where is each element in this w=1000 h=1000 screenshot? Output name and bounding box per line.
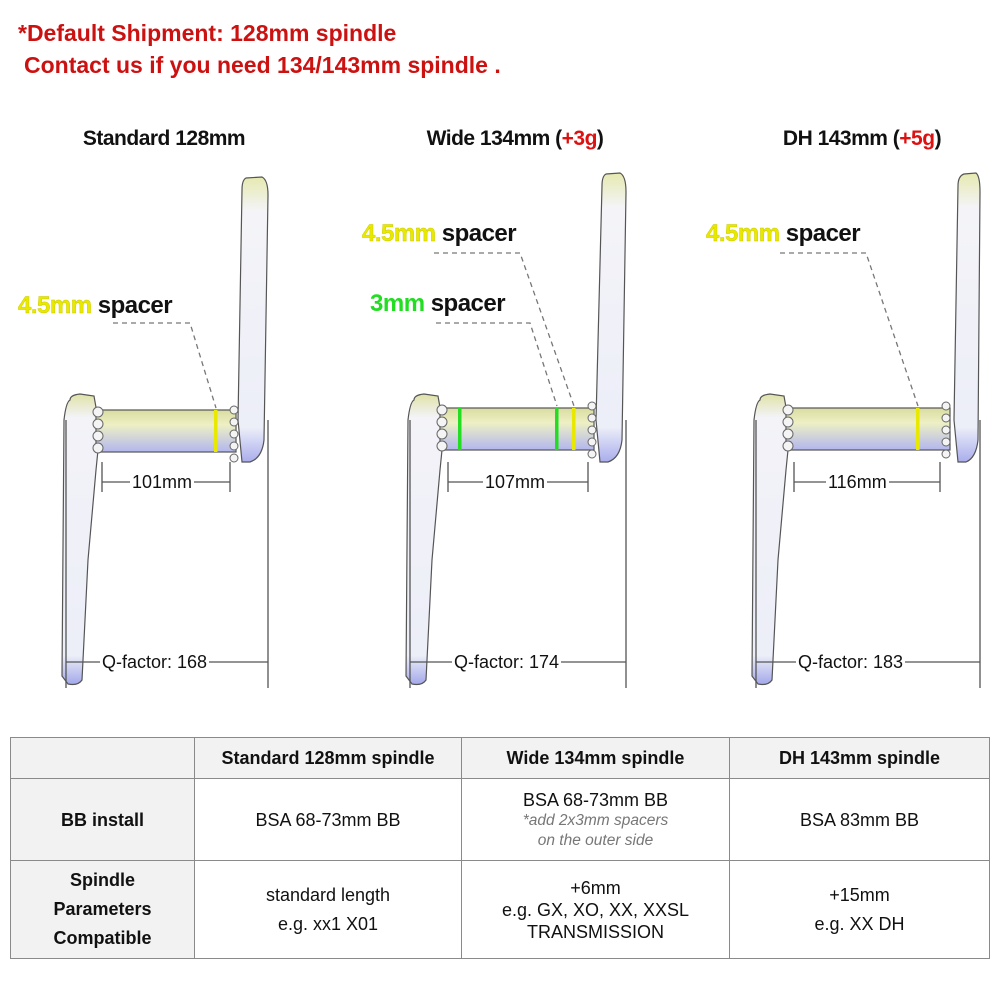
- spacer-ring-yellow: [572, 408, 576, 450]
- spindle-spec-table: Standard 128mm spindle Wide 134mm spindl…: [10, 737, 990, 959]
- table-header-blank: [10, 737, 195, 779]
- spacer-label-standard: 4.5mm spacer: [18, 292, 173, 319]
- table-cell: +6mm e.g. GX, XO, XX, XXSL TRANSMISSION: [461, 860, 730, 959]
- contact-notice: Contact us if you need 134/143mm spindle…: [24, 52, 501, 78]
- spindle: [439, 407, 595, 451]
- left-crank-arm: [405, 393, 445, 686]
- right-crank-arm: [237, 176, 269, 463]
- spindle: [785, 407, 951, 451]
- bolt-stack-right: [587, 401, 597, 459]
- table-header-dh: DH 143mm spindle: [729, 737, 990, 779]
- row-label-bb-install: BB install: [10, 778, 195, 861]
- spindle-dimension-wide: 107mm: [483, 472, 548, 492]
- bolt-stack-right: [229, 405, 239, 463]
- table-header-standard: Standard 128mm spindle: [194, 737, 462, 779]
- spacer-ring-green-left: [458, 408, 462, 450]
- spacer-label-wide-yellow: 4.5mm spacer: [362, 220, 517, 247]
- row-label-spindle-parameters: Spindle Parameters Compatible: [10, 860, 195, 959]
- table-cell: BSA 68-73mm BB *add 2x3mm spacers on the…: [461, 778, 730, 861]
- left-crank-arm: [61, 393, 101, 686]
- table-cell: BSA 68-73mm BB: [194, 778, 462, 861]
- table-header-row: Standard 128mm spindle Wide 134mm spindl…: [10, 737, 990, 779]
- bolt-stack-left: [436, 404, 448, 452]
- spacer-note: *add 2x3mm spacers: [522, 811, 669, 829]
- crank-diagram-standard: [61, 176, 269, 688]
- spacer-label-wide-green: 3mm spacer: [370, 290, 506, 317]
- weight-badge-dh: +5g: [899, 127, 935, 150]
- spacer-note: on the outer side: [537, 831, 654, 849]
- spacer-leader-line: [780, 252, 919, 407]
- q-factor-wide: Q-factor: 174: [452, 652, 562, 672]
- panel-title-standard: Standard 128mm: [82, 127, 246, 150]
- spindle-dimension-standard: 101mm: [130, 472, 195, 492]
- bolt-stack-left: [782, 404, 794, 452]
- bolt-stack-left: [92, 406, 104, 454]
- table-row: BB install BSA 68-73mm BB BSA 68-73mm BB…: [10, 778, 990, 861]
- table-cell: BSA 83mm BB: [729, 778, 990, 861]
- spacer-ring-yellow: [916, 408, 920, 450]
- q-factor-standard: Q-factor: 168: [100, 652, 210, 672]
- spacer-leader-line: [113, 322, 217, 409]
- crankset-diagrams: [61, 172, 981, 688]
- right-crank-arm: [953, 172, 981, 463]
- spacer-ring-green-right: [555, 408, 559, 450]
- panel-title-wide: Wide 134mm (+3g): [426, 127, 604, 150]
- table-header-wide: Wide 134mm spindle: [461, 737, 730, 779]
- table-cell: +15mm e.g. XX DH: [729, 860, 990, 959]
- crank-diagram-dh: [751, 172, 981, 688]
- bolt-stack-right: [941, 401, 951, 459]
- right-crank-arm: [595, 172, 627, 463]
- weight-badge-wide: +3g: [561, 127, 598, 150]
- spacer-leader-line-green: [436, 322, 558, 407]
- panel-title-dh: DH 143mm (+5g): [782, 127, 942, 150]
- spacer-label-dh: 4.5mm spacer: [706, 220, 861, 247]
- spindle-dimension-dh: 116mm: [826, 472, 889, 492]
- left-crank-arm: [751, 393, 791, 686]
- spacer-ring-yellow: [214, 410, 218, 452]
- default-shipment-notice: *Default Shipment: 128mm spindle: [18, 20, 397, 46]
- crank-diagram-wide: [405, 172, 627, 688]
- table-row: Spindle Parameters Compatible standard l…: [10, 860, 990, 959]
- table-cell: standard length e.g. xx1 X01: [194, 860, 462, 959]
- spacer-leader-line-yellow: [434, 252, 575, 407]
- q-factor-dh: Q-factor: 183: [796, 652, 906, 672]
